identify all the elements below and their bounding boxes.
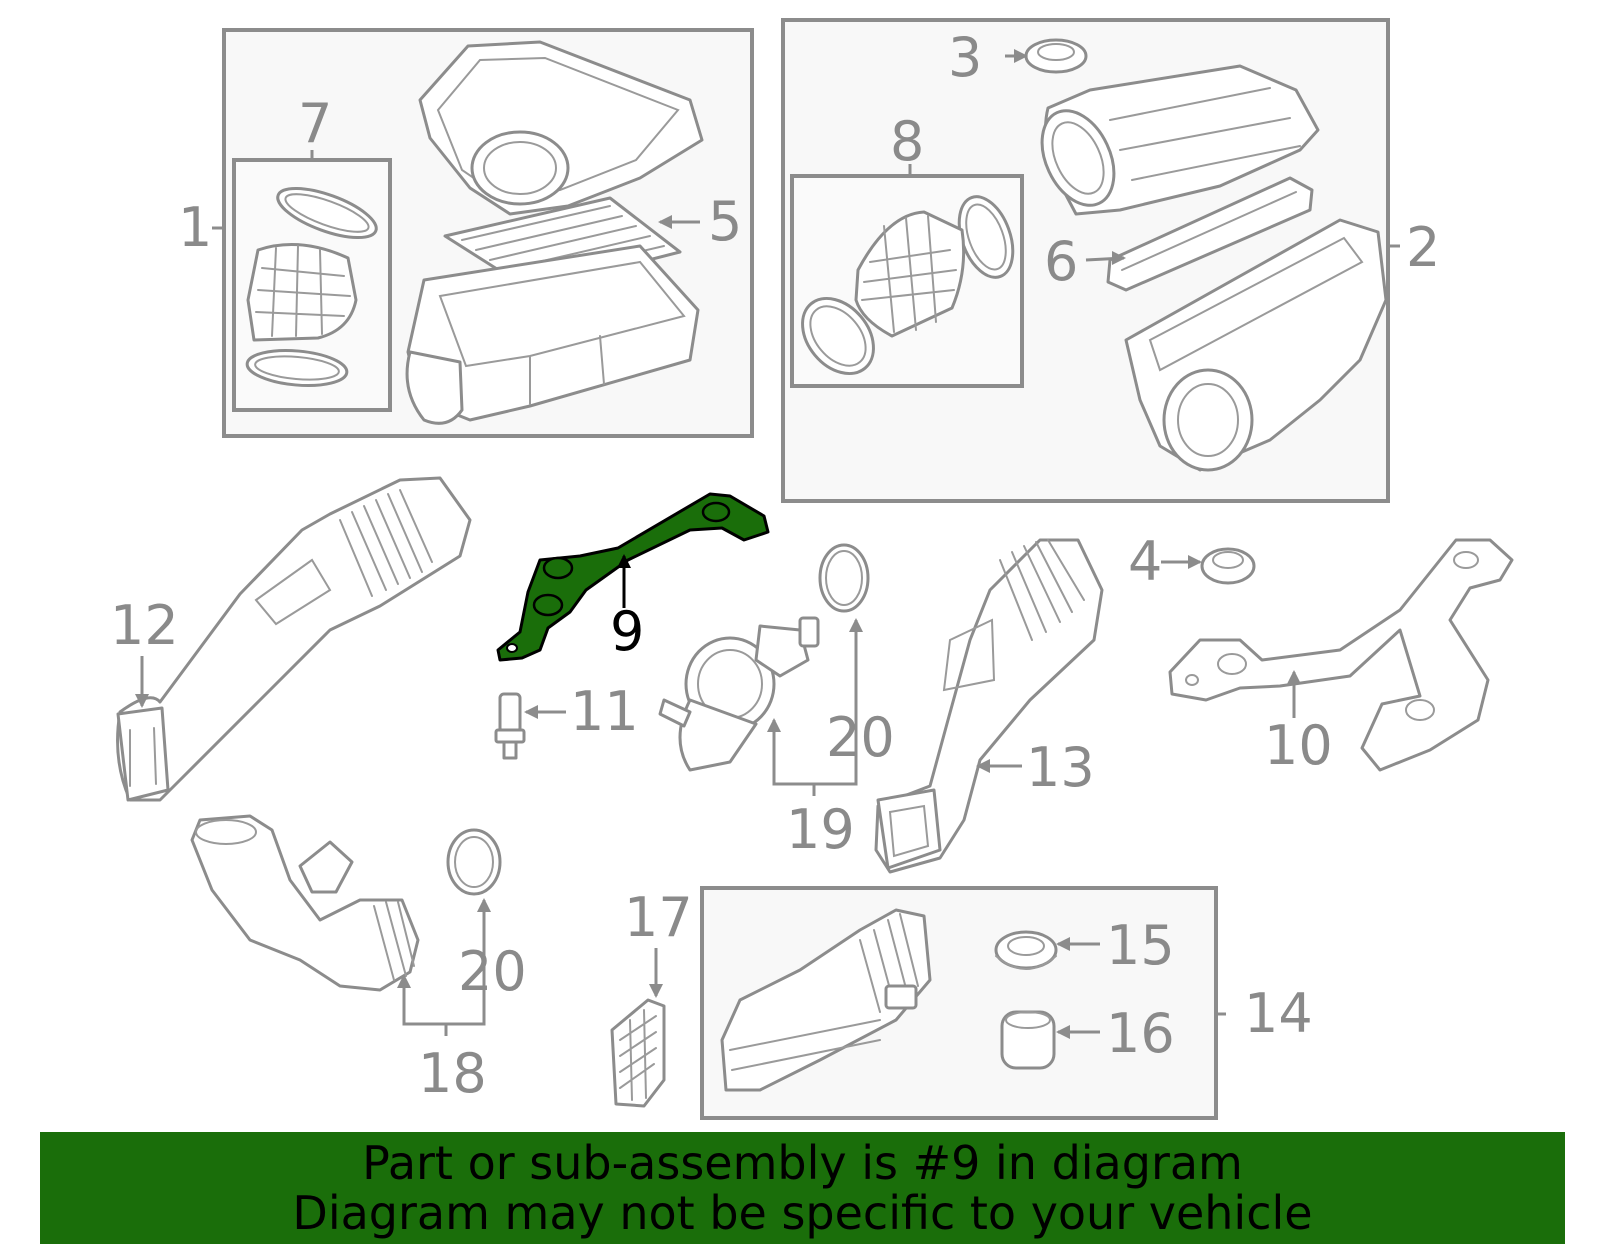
- callout-13[interactable]: 13: [1026, 736, 1095, 799]
- part-7-duct-set[interactable]: [245, 178, 382, 389]
- part-10-bracket[interactable]: [1168, 538, 1514, 772]
- part-2-air-cleaner-housing[interactable]: [1028, 64, 1388, 472]
- callout-20-lower[interactable]: 20: [458, 940, 527, 1003]
- part-12-intake-duct[interactable]: [116, 476, 472, 802]
- callout-7[interactable]: 7: [298, 92, 332, 155]
- part-3-grommet[interactable]: [1024, 38, 1088, 74]
- callout-15[interactable]: 15: [1106, 914, 1175, 977]
- part-8-duct-set[interactable]: [788, 189, 1023, 387]
- callout-19[interactable]: 19: [786, 798, 855, 861]
- callout-9[interactable]: 9: [610, 600, 644, 663]
- callout-8[interactable]: 8: [890, 110, 924, 173]
- arrowheads: [135, 49, 1301, 1039]
- part-14-duct[interactable]: [720, 908, 932, 1092]
- callout-2[interactable]: 2: [1406, 216, 1440, 279]
- part-11-sensor[interactable]: [494, 692, 526, 760]
- part-20-gasket-lower[interactable]: [446, 828, 502, 896]
- part-20-gasket-upper[interactable]: [818, 543, 870, 613]
- part-17-grille[interactable]: [610, 998, 666, 1108]
- callout-20-upper[interactable]: 20: [826, 706, 895, 769]
- part-18-hose[interactable]: [190, 814, 420, 992]
- callout-17[interactable]: 17: [624, 886, 693, 949]
- part-13-intake-duct[interactable]: [874, 538, 1104, 874]
- part-9-bracket-highlighted[interactable]: [496, 492, 770, 662]
- callout-12[interactable]: 12: [110, 594, 179, 657]
- part-15-grommet[interactable]: [994, 930, 1058, 970]
- part-4-grommet[interactable]: [1200, 547, 1256, 585]
- callout-14[interactable]: 14: [1244, 982, 1313, 1045]
- callout-10[interactable]: 10: [1264, 714, 1333, 777]
- part-16-seal[interactable]: [1000, 1010, 1056, 1070]
- callout-4[interactable]: 4: [1128, 530, 1162, 593]
- callout-11[interactable]: 11: [570, 680, 639, 743]
- callout-18[interactable]: 18: [418, 1042, 487, 1105]
- callout-6[interactable]: 6: [1044, 230, 1078, 293]
- callout-labels: 1 7 5 3 8 6 2 12 9 11 20 19 13 4 10 20 1…: [110, 26, 1440, 1105]
- callout-3[interactable]: 3: [948, 26, 982, 89]
- part-1-air-cleaner-housing[interactable]: [405, 40, 704, 425]
- callout-16[interactable]: 16: [1106, 1002, 1175, 1065]
- banner-line-1: Part or sub-assembly is #9 in diagram: [362, 1136, 1243, 1190]
- banner-line-2: Diagram may not be specific to your vehi…: [292, 1186, 1313, 1240]
- part-19-mass-airflow-sensor[interactable]: [658, 616, 820, 772]
- callout-5[interactable]: 5: [708, 190, 742, 253]
- callout-1[interactable]: 1: [178, 196, 212, 259]
- info-banner: Part or sub-assembly is #9 in diagram Di…: [40, 1132, 1565, 1244]
